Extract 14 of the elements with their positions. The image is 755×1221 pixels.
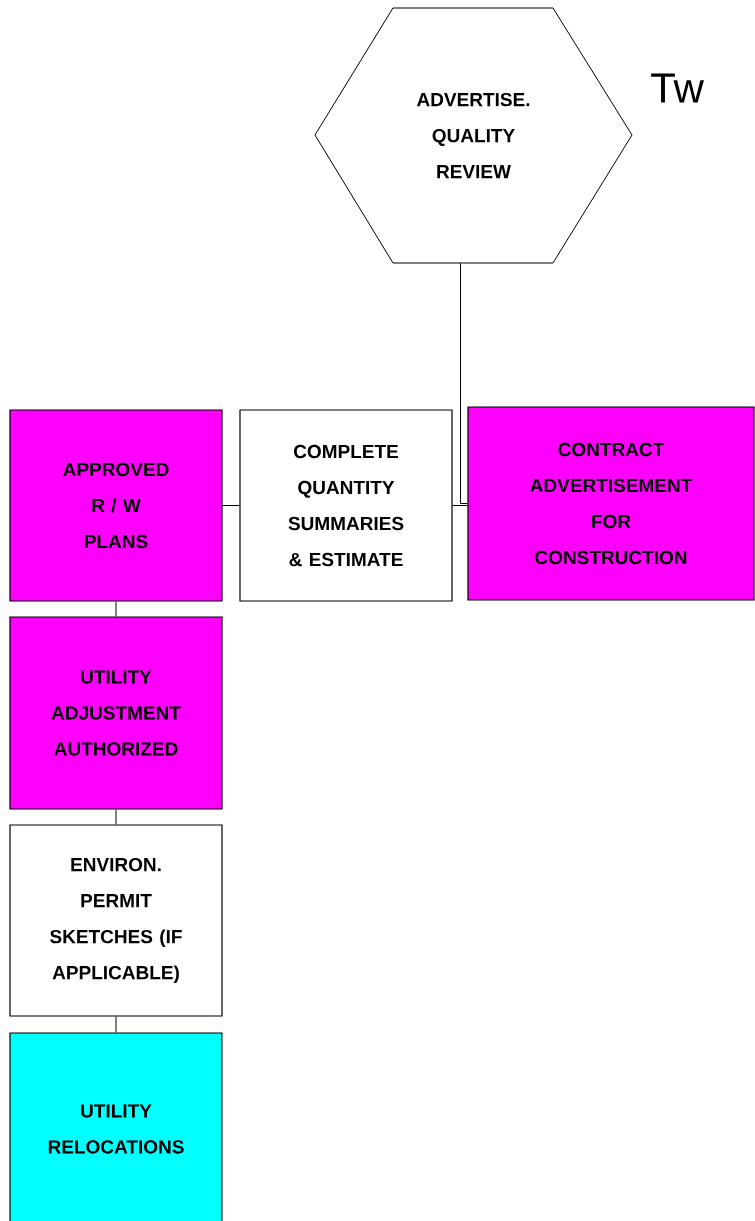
connector-line xyxy=(115,809,117,825)
process-box: UTILITY RELOCATIONS xyxy=(9,1032,223,1221)
connector-line xyxy=(115,601,117,617)
process-box: CONTRACT ADVERTISEMENT FOR CONSTRUCTION xyxy=(467,406,755,601)
process-box: ENVIRON. PERMIT SKETCHES (IF APPLICABLE) xyxy=(9,824,223,1017)
connector-line xyxy=(222,505,240,506)
process-box: UTILITY ADJUSTMENT AUTHORIZED xyxy=(9,616,223,810)
process-box: APPROVED R / W PLANS xyxy=(9,409,223,602)
hexagon: ADVERTISE. QUALITY REVIEW xyxy=(314,7,633,264)
title: Tw xyxy=(651,73,704,103)
connector-line xyxy=(460,262,468,504)
connector-line xyxy=(452,505,468,506)
process-box: COMPLETE QUANTITY SUMMARIES & ESTIMATE xyxy=(239,409,453,602)
connector-line xyxy=(115,1016,117,1033)
